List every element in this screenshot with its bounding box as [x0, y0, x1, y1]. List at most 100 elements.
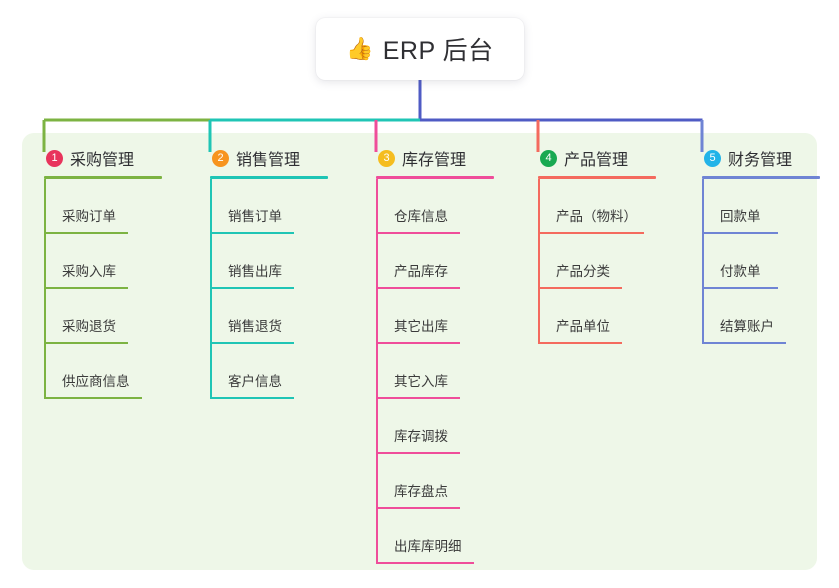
- list-item[interactable]: 其它入库: [366, 344, 516, 399]
- item-label: 库存调拨: [394, 429, 448, 444]
- item-rule: [376, 562, 474, 564]
- item-connector: [376, 344, 378, 399]
- item-connector: [702, 179, 704, 234]
- column-items: 采购订单采购入库采购退货供应商信息: [34, 179, 184, 399]
- item-label: 产品分类: [556, 264, 610, 279]
- item-connector: [376, 234, 378, 289]
- item-label: 仓库信息: [394, 209, 448, 224]
- item-rule: [376, 507, 460, 509]
- column-header-rule: [44, 176, 162, 179]
- item-connector: [538, 234, 540, 289]
- item-connector: [376, 289, 378, 344]
- item-rule: [376, 452, 460, 454]
- item-label: 其它入库: [394, 374, 448, 389]
- list-item[interactable]: 产品库存: [366, 234, 516, 289]
- item-label: 客户信息: [228, 374, 282, 389]
- item-rule: [538, 342, 622, 344]
- item-rule: [376, 397, 460, 399]
- list-item[interactable]: 仓库信息: [366, 179, 516, 234]
- item-connector: [702, 289, 704, 344]
- list-item[interactable]: 销售订单: [200, 179, 350, 234]
- item-connector: [702, 234, 704, 289]
- list-item[interactable]: 库存盘点: [366, 454, 516, 509]
- item-rule: [44, 342, 128, 344]
- list-item[interactable]: 客户信息: [200, 344, 350, 399]
- column-title: 销售管理: [236, 152, 301, 169]
- item-rule: [702, 342, 786, 344]
- column-title: 采购管理: [70, 152, 135, 169]
- item-rule: [376, 232, 460, 234]
- list-item[interactable]: 其它出库: [366, 289, 516, 344]
- item-connector: [376, 399, 378, 454]
- list-item[interactable]: 付款单: [692, 234, 839, 289]
- column-items: 仓库信息产品库存其它出库其它入库库存调拨库存盘点出库库明细: [366, 179, 516, 564]
- item-label: 销售出库: [228, 264, 282, 279]
- column-title: 产品管理: [564, 152, 629, 169]
- column-header-rule: [538, 176, 656, 179]
- item-connector: [538, 289, 540, 344]
- item-label: 采购退货: [62, 319, 116, 334]
- item-connector: [210, 289, 212, 344]
- item-connector: [376, 179, 378, 234]
- item-connector: [376, 509, 378, 564]
- item-connector: [44, 179, 46, 234]
- list-item[interactable]: 回款单: [692, 179, 839, 234]
- column-items: 销售订单销售出库销售退货客户信息: [200, 179, 350, 399]
- column-产品管理: 4 产品管理产品（物料） 产品分类产品单位: [528, 146, 678, 344]
- list-item[interactable]: 结算账户: [692, 289, 839, 344]
- item-connector: [44, 344, 46, 399]
- list-item[interactable]: 产品（物料）: [528, 179, 678, 234]
- column-items: 产品（物料） 产品分类产品单位: [528, 179, 678, 344]
- item-label: 产品单位: [556, 319, 610, 334]
- item-rule: [376, 287, 460, 289]
- item-label: 采购订单: [62, 209, 116, 224]
- item-connector: [210, 179, 212, 234]
- item-rule: [210, 397, 294, 399]
- item-rule: [702, 287, 778, 289]
- item-label: 其它出库: [394, 319, 448, 334]
- list-item[interactable]: 采购退货: [34, 289, 184, 344]
- item-label: 回款单: [720, 209, 761, 224]
- column-number-badge: 1: [46, 149, 63, 167]
- column-header-rule: [210, 176, 328, 179]
- column-number-badge: 2: [212, 149, 229, 167]
- column-header[interactable]: 2 销售管理: [200, 146, 350, 170]
- item-label: 出库库明细: [394, 539, 462, 554]
- item-rule: [376, 342, 460, 344]
- item-connector: [44, 234, 46, 289]
- column-items: 回款单付款单结算账户: [692, 179, 839, 344]
- list-item[interactable]: 供应商信息: [34, 344, 184, 399]
- list-item[interactable]: 产品单位: [528, 289, 678, 344]
- list-item[interactable]: 产品分类: [528, 234, 678, 289]
- list-item[interactable]: 库存调拨: [366, 399, 516, 454]
- column-number-badge: 4: [540, 149, 557, 167]
- column-header[interactable]: 4 产品管理: [528, 146, 678, 170]
- item-connector: [44, 289, 46, 344]
- item-connector: [210, 344, 212, 399]
- item-rule: [44, 397, 142, 399]
- list-item[interactable]: 采购入库: [34, 234, 184, 289]
- root-title: ERP 后台: [382, 37, 494, 65]
- list-item[interactable]: 出库库明细: [366, 509, 516, 564]
- column-header-rule: [702, 176, 820, 179]
- item-connector: [538, 179, 540, 234]
- column-header-rule: [376, 176, 494, 179]
- item-rule: [538, 287, 622, 289]
- item-label: 产品（物料）: [556, 209, 637, 224]
- list-item[interactable]: 采购订单: [34, 179, 184, 234]
- list-item[interactable]: 销售出库: [200, 234, 350, 289]
- list-item[interactable]: 销售退货: [200, 289, 350, 344]
- item-rule: [210, 287, 294, 289]
- item-label: 产品库存: [394, 264, 448, 279]
- root-node[interactable]: 👍 ERP 后台: [316, 18, 524, 80]
- item-label: 库存盘点: [394, 484, 448, 499]
- item-connector: [376, 454, 378, 509]
- item-connector: [210, 234, 212, 289]
- item-label: 付款单: [720, 264, 761, 279]
- column-header[interactable]: 1 采购管理: [34, 146, 184, 170]
- column-title: 财务管理: [728, 152, 793, 169]
- item-rule: [538, 232, 644, 234]
